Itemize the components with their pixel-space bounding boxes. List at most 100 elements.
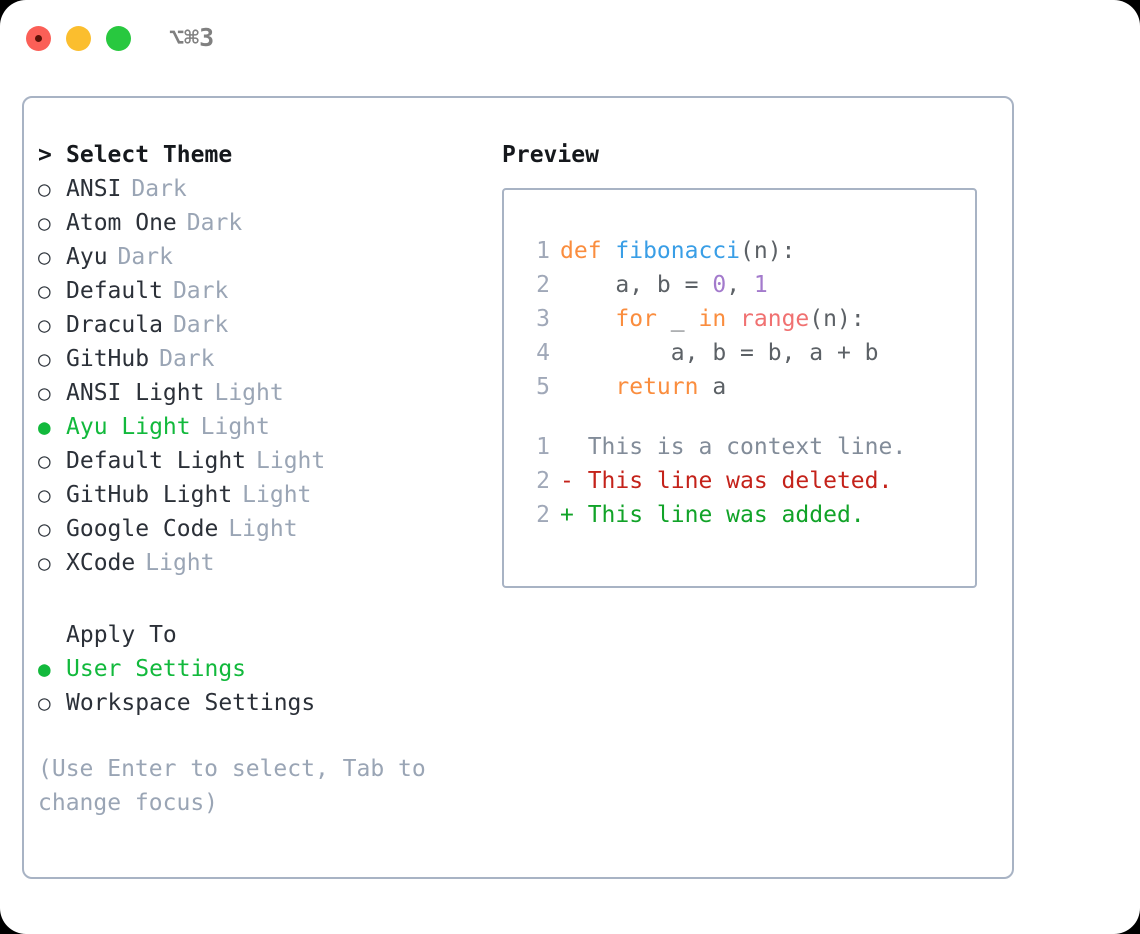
- close-button[interactable]: [26, 26, 51, 51]
- apply-to-header: Apply To: [38, 622, 488, 656]
- close-icon: [35, 35, 42, 42]
- line-number: 2: [536, 502, 550, 528]
- apply-to-option-workspace-settings[interactable]: ○Workspace Settings: [38, 690, 488, 724]
- theme-option-label: Google Code: [66, 516, 219, 542]
- theme-option-label: Default: [66, 278, 163, 304]
- theme-option-dracula[interactable]: ○ Dracula Dark: [38, 312, 488, 346]
- theme-option-label: XCode: [66, 550, 136, 576]
- diff-line-text: - This line was deleted.: [560, 468, 893, 494]
- theme-category-badge: Dark: [186, 210, 243, 236]
- theme-category-badge: Light: [228, 516, 298, 542]
- code-token: a, b =: [560, 272, 713, 298]
- code-token: ,: [726, 272, 754, 298]
- caret-icon: >: [38, 142, 52, 168]
- theme-option-ayu-light[interactable]: ● Ayu Light Light: [38, 414, 488, 448]
- code-token: _: [656, 306, 699, 332]
- theme-option-label: Atom One: [66, 210, 177, 236]
- select-theme-header: > Select Theme: [38, 142, 488, 176]
- radio-unselected-icon: ○: [38, 381, 51, 405]
- radio-unselected-icon: ○: [38, 347, 51, 371]
- code-token: [726, 306, 740, 332]
- radio-unselected-icon: ○: [38, 551, 51, 575]
- theme-option-default[interactable]: ○ Default Dark: [38, 278, 488, 312]
- radio-unselected-icon: ○: [38, 313, 51, 337]
- preview-title: Preview: [502, 142, 599, 168]
- apply-to-option-list: ● User Settings ○Workspace Settings: [38, 656, 488, 724]
- radio-unselected-icon: ○: [38, 279, 51, 303]
- theme-option-label: ANSI: [66, 176, 122, 202]
- line-number: 2: [536, 468, 550, 494]
- code-line: 3 for _ in range(n):: [516, 302, 969, 336]
- code-token: a: [698, 374, 727, 400]
- code-token: a, b = b, a + b: [560, 340, 879, 366]
- code-token: [560, 306, 615, 332]
- theme-option-atom-one[interactable]: ○ Atom One Dark: [38, 210, 488, 244]
- theme-option-github[interactable]: ○ GitHub Dark: [38, 346, 488, 380]
- theme-category-badge: Light: [242, 482, 312, 508]
- theme-category-badge: Light: [145, 550, 215, 576]
- line-number: 3: [536, 306, 550, 332]
- code-token: [560, 374, 615, 400]
- keyboard-shortcut-label: ⌥⌘3: [169, 23, 215, 52]
- theme-category-badge: Dark: [131, 176, 187, 202]
- theme-option-github-light[interactable]: ○ GitHub Light Light: [38, 482, 488, 516]
- hint-spacer: [38, 724, 488, 746]
- line-number: 1: [536, 434, 550, 460]
- code-token: for: [615, 306, 657, 332]
- theme-option-label: GitHub Light: [66, 482, 233, 508]
- theme-category-badge: Dark: [172, 312, 229, 338]
- code-line: 2 a, b = 0, 1: [516, 268, 969, 302]
- theme-option-default-light[interactable]: ○ Default Light Light: [38, 448, 488, 482]
- radio-unselected-icon: ○: [38, 517, 51, 541]
- code-line-text: a, b = b, a + b: [560, 336, 879, 370]
- code-token: 1: [753, 272, 768, 298]
- code-token: (n):: [740, 238, 796, 264]
- theme-option-xcode[interactable]: ○ XCode Light: [38, 550, 488, 584]
- maximize-button[interactable]: [106, 26, 131, 51]
- code-token: def: [560, 238, 616, 264]
- line-number: 5: [536, 374, 550, 400]
- radio-unselected-icon: ○: [38, 449, 51, 473]
- line-number: 4: [536, 340, 550, 366]
- apply-to-title: Apply To: [66, 622, 177, 648]
- code-line: 4 a, b = b, a + b: [516, 336, 969, 370]
- radio-unselected-icon: ○: [38, 211, 51, 235]
- theme-option-label: ANSI Light: [66, 380, 205, 406]
- theme-option-label: Dracula: [66, 312, 163, 338]
- theme-option-label: Default Light: [66, 448, 247, 474]
- code-line: 5 return a: [516, 370, 969, 404]
- theme-category-badge: Dark: [172, 278, 229, 304]
- radio-selected-icon: ●: [38, 415, 51, 439]
- apply-to-option-label: User Settings: [66, 656, 247, 682]
- theme-option-google-code[interactable]: ○ Google Code Light: [38, 516, 488, 550]
- theme-category-badge: Light: [200, 414, 270, 440]
- theme-category-badge: Dark: [159, 346, 215, 372]
- theme-option-label: GitHub: [66, 346, 150, 372]
- apply-to-option-user-settings[interactable]: ● User Settings: [38, 656, 488, 690]
- theme-category-badge: Dark: [117, 244, 173, 270]
- radio-selected-icon: ●: [38, 657, 51, 681]
- code-token: (n):: [809, 306, 865, 332]
- code-line-text: a, b = 0, 1: [560, 268, 768, 302]
- code-token: range: [740, 306, 810, 332]
- radio-unselected-icon: ○: [38, 483, 51, 507]
- line-number: 1: [536, 238, 550, 264]
- theme-option-label: Ayu Light: [66, 414, 191, 440]
- minimize-button[interactable]: [66, 26, 91, 51]
- radio-unselected-icon: ○: [38, 245, 51, 269]
- diff-sample: 1 This is a context line. 2 - This line wa…: [516, 430, 969, 532]
- keyboard-hint-text: (Use Enter to select, Tab to change focu…: [38, 756, 426, 816]
- diff-line-context: 1 This is a context line.: [516, 430, 969, 464]
- theme-category-badge: Light: [256, 448, 326, 474]
- diff-line-added: 2+ This line was added.: [516, 498, 969, 532]
